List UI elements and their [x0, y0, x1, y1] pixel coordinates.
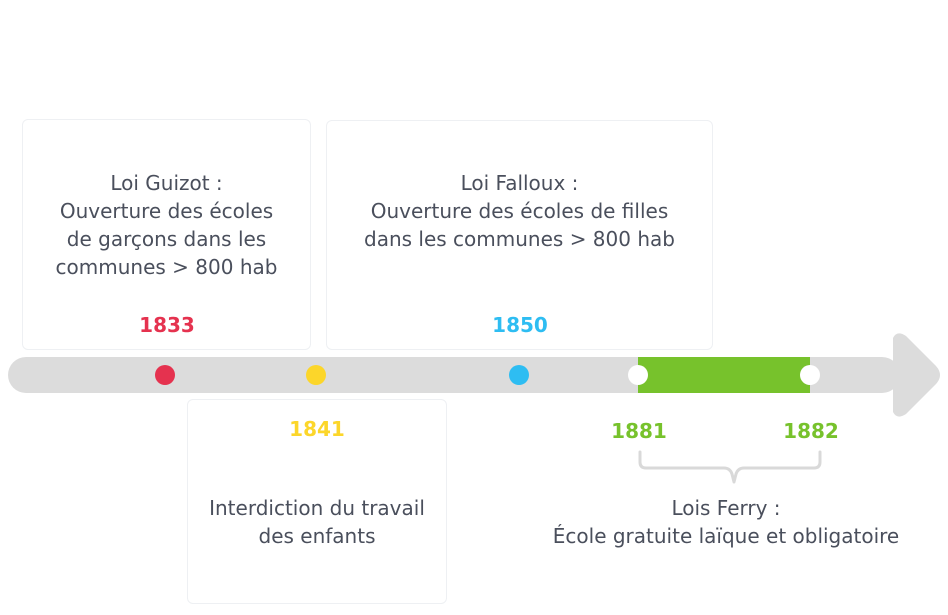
event-card-falloux: Loi Falloux : Ouverture des écoles de fi… [326, 120, 713, 350]
year-label-1882: 1882 [783, 419, 839, 443]
year-label-1881: 1881 [611, 419, 667, 443]
marker-1882 [800, 365, 820, 385]
child-labor-description: Interdiction du travail des enfants [209, 496, 425, 548]
marker-1881 [628, 365, 648, 385]
falloux-description: Loi Falloux : Ouverture des écoles de fi… [364, 171, 675, 251]
timeline-arrow-head [893, 333, 940, 417]
marker-1850 [509, 365, 529, 385]
year-label-1833: 1833 [139, 313, 195, 337]
ferry-description: Lois Ferry : École gratuite laïque et ob… [552, 496, 900, 548]
year-label-1850: 1850 [492, 313, 548, 337]
guizot-description: Loi Guizot : Ouverture des écoles de gar… [55, 171, 278, 279]
event-card-guizot: Loi Guizot : Ouverture des écoles de gar… [22, 119, 311, 350]
ferry-bracket [638, 450, 822, 484]
ferry-period-segment [638, 357, 810, 393]
marker-1833 [155, 365, 175, 385]
event-card-child-labor: 1841 Interdiction du travail des enfants [187, 399, 447, 604]
year-label-1841: 1841 [289, 417, 345, 441]
marker-1841 [306, 365, 326, 385]
